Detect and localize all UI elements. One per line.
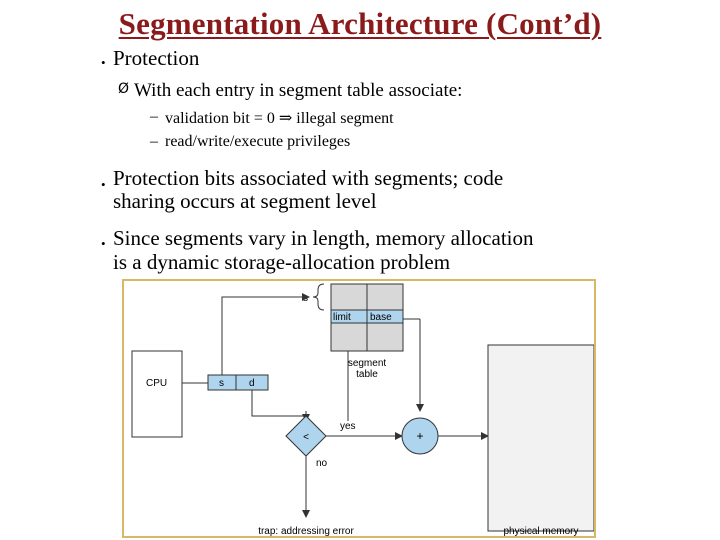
cpu-label: CPU <box>146 378 167 389</box>
no-label: no <box>316 458 328 469</box>
page-title: Segmentation Architecture (Cont’d) <box>118 6 602 41</box>
s-to-table-arrow <box>221 293 310 375</box>
d-to-comparator-arrow <box>251 390 307 417</box>
comparator-symbol: < <box>303 432 309 443</box>
s-offset-label: s <box>303 293 308 304</box>
adder-symbol: + <box>416 429 423 443</box>
cpu-box <box>131 350 183 438</box>
sub-bullet-validation-bit: validation bit = 0 ⇒ illegal segment <box>165 110 394 127</box>
segment-table-label: segment <box>348 358 387 369</box>
address-d-label: d <box>249 378 255 389</box>
physical-memory-box <box>487 344 594 532</box>
dash-marker: – <box>150 133 158 150</box>
physical-memory-label: physical memory <box>503 526 578 537</box>
bullet-marker: • <box>101 236 106 251</box>
bullet-segments-vary-line2: is a dynamic storage-allocation problem <box>113 250 451 274</box>
base-label: base <box>370 312 392 323</box>
sub-bullet-privileges: read/write/execute privileges <box>165 133 351 150</box>
bullet-marker: • <box>101 177 106 192</box>
yes-label: yes <box>340 421 356 432</box>
s-brace <box>312 283 325 311</box>
segment-table-label-line2: table <box>356 369 378 380</box>
dash-marker: – <box>150 108 158 125</box>
bullet-protection: Protection <box>113 46 200 70</box>
sub-bullet-with-each-entry: With each entry in segment table associa… <box>134 80 463 101</box>
arrow-marker: Ø <box>118 81 130 97</box>
trap-label: trap: addressing error <box>258 526 354 537</box>
bullet-segments-vary-line1: Since segments vary in length, memory al… <box>113 226 534 250</box>
bullet-protection-bits-line1: Protection bits associated with segments… <box>113 166 504 190</box>
bullet-marker: • <box>101 55 106 70</box>
segmentation-hardware-diagram: limit base segment table s CPU s d < <box>122 279 596 538</box>
bullet-protection-bits-line2: sharing occurs at segment level <box>113 189 377 213</box>
address-s-label: s <box>219 378 224 389</box>
limit-label: limit <box>333 312 351 323</box>
diagram-svg: limit base segment table s CPU s d < <box>131 283 594 537</box>
